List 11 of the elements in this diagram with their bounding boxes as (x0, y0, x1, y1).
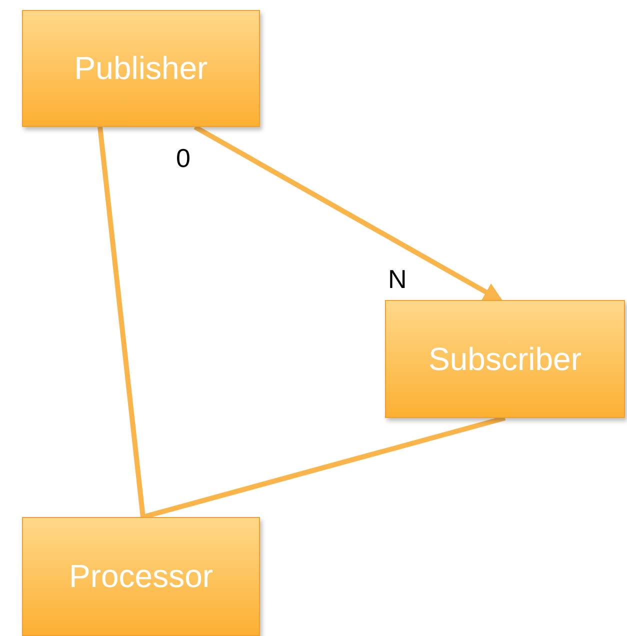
node-label: Processor (68, 558, 214, 595)
entity-box (22, 517, 260, 636)
cardinality-label: N (388, 264, 407, 295)
connector-line (98, 126, 146, 518)
node-label: Publisher (74, 50, 208, 87)
entity-box (385, 300, 625, 418)
node-label: Subscriber (428, 340, 582, 378)
entity-box (22, 10, 260, 127)
connector-line (142, 416, 506, 520)
arrow (194, 124, 504, 302)
cardinality-label: 0 (176, 143, 190, 174)
